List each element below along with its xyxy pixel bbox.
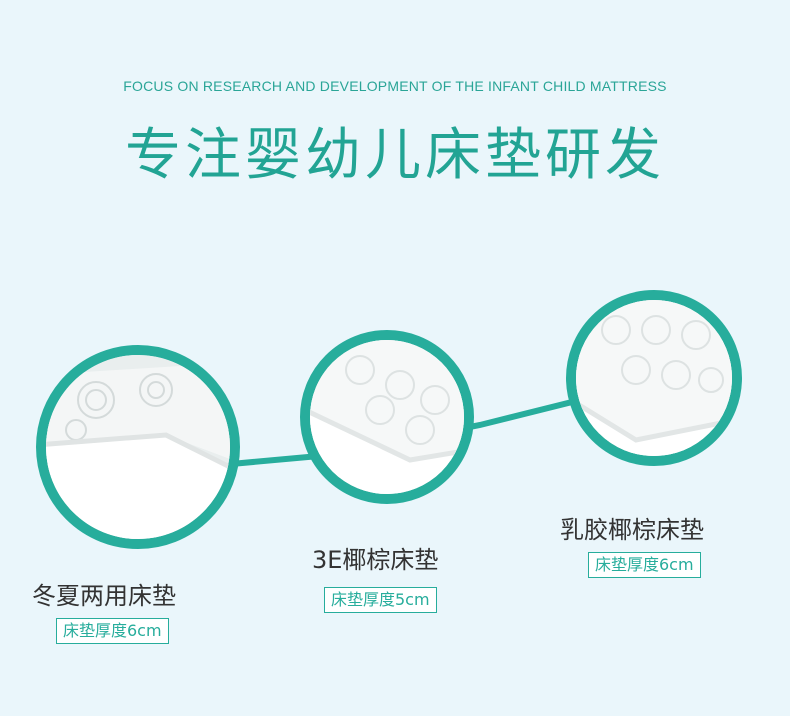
product-image-1 (36, 345, 240, 549)
thickness-badge-3: 床垫厚度6cm (588, 552, 701, 578)
page-title: 专注婴幼儿床垫研发 (125, 123, 665, 188)
product-image-3 (566, 290, 742, 466)
thickness-badge-2: 床垫厚度5cm (324, 587, 437, 613)
product-name-3: 乳胶椰棕床垫 (560, 516, 704, 544)
product-name-2: 3E椰棕床垫 (312, 546, 439, 574)
page-subtitle: FOCUS ON RESEARCH AND DEVELOPMENT OF THE… (123, 78, 667, 94)
product-name-1: 冬夏两用床垫 (32, 582, 176, 610)
thickness-badge-1: 床垫厚度6cm (56, 618, 169, 644)
product-image-2 (300, 330, 474, 504)
